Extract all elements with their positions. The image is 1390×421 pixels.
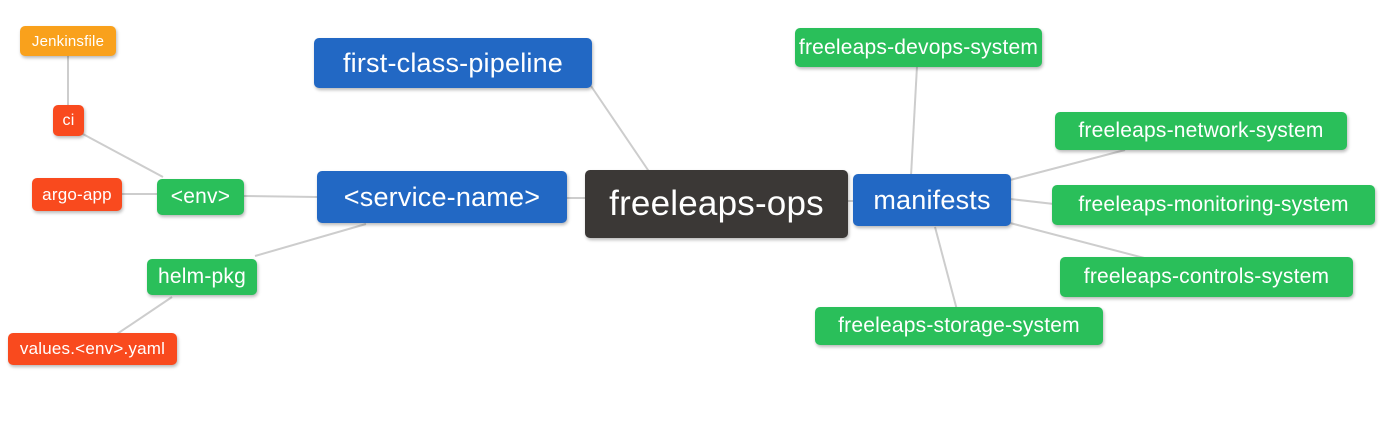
edge-manifests-freeleaps-controls-system — [1009, 222, 1149, 260]
node-manifests[interactable]: manifests — [853, 174, 1011, 226]
edge-helm-pkg-service-name — [254, 223, 367, 257]
node-values-env-yaml[interactable]: values.<env>.yaml — [8, 333, 177, 365]
node-freeleaps-controls-system[interactable]: freeleaps-controls-system — [1060, 257, 1353, 297]
edge-ci-env — [80, 132, 164, 178]
node-service-name[interactable]: <service-name> — [317, 171, 567, 223]
edge-manifests-freeleaps-storage-system — [934, 226, 958, 311]
edge-manifests-freeleaps-devops-system — [910, 65, 918, 177]
node-ci[interactable]: ci — [53, 105, 84, 136]
edge-helm-pkg-values-env-yaml — [116, 296, 173, 335]
node-freeleaps-ops[interactable]: freeleaps-ops — [585, 170, 848, 238]
node-helm-pkg[interactable]: helm-pkg — [147, 259, 257, 295]
edge-manifests-freeleaps-monitoring-system — [1009, 198, 1055, 205]
node-freeleaps-storage-system[interactable]: freeleaps-storage-system — [815, 307, 1103, 345]
node-freeleaps-monitoring-system[interactable]: freeleaps-monitoring-system — [1052, 185, 1375, 225]
node-argo-app[interactable]: argo-app — [32, 178, 122, 211]
edge-manifests-freeleaps-network-system — [1009, 149, 1126, 181]
node-env[interactable]: <env> — [157, 179, 244, 215]
node-freeleaps-devops-system[interactable]: freeleaps-devops-system — [795, 28, 1042, 67]
node-first-class-pipeline[interactable]: first-class-pipeline — [314, 38, 592, 88]
node-jenkinsfile[interactable]: Jenkinsfile — [20, 26, 116, 56]
edge-env-service-name — [243, 195, 318, 198]
node-freeleaps-network-system[interactable]: freeleaps-network-system — [1055, 112, 1347, 150]
edge-first-class-pipeline-freeleaps-ops — [590, 85, 651, 174]
